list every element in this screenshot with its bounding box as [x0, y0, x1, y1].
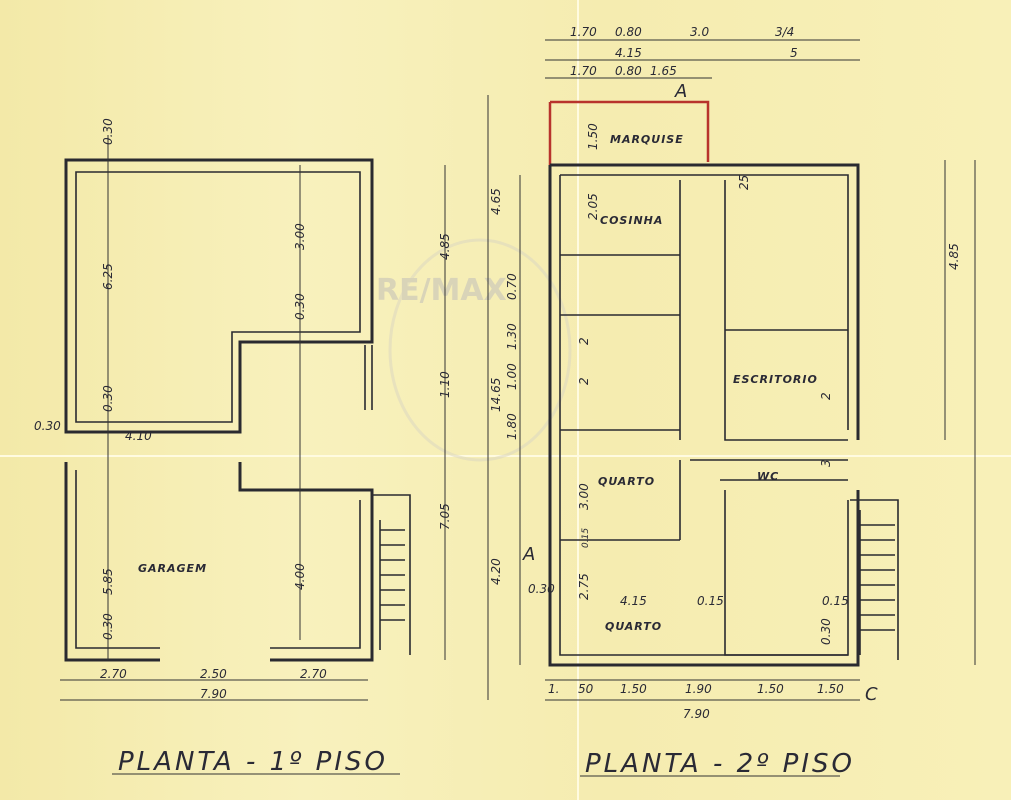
dim: 1.50: [757, 682, 784, 696]
watermark: RE/MAX: [376, 273, 507, 308]
dim: 1.65: [650, 64, 677, 78]
dim: 7.90: [200, 687, 227, 701]
dim: 0.30: [293, 293, 307, 320]
room-label-wc: WC: [757, 470, 779, 483]
section-marker-c: C: [865, 684, 881, 705]
dim: 2.70: [100, 667, 127, 681]
dim: 0.30: [34, 419, 61, 433]
dim: 4.85: [947, 243, 961, 270]
dim: 7.90: [683, 707, 710, 721]
dim: 4.10: [125, 429, 152, 443]
dim: 0.15: [581, 528, 591, 548]
dim: 3/4: [775, 25, 794, 39]
dim: 1.30: [505, 323, 519, 350]
dim: 25: [737, 175, 751, 190]
dim: 5.85: [101, 568, 115, 595]
dim: 3.00: [293, 223, 307, 250]
dim: 2.70: [300, 667, 327, 681]
section-marker-a: A: [522, 544, 538, 565]
dim: 1.50: [586, 123, 600, 150]
dim: 1.: [548, 682, 559, 696]
dim: 1.80: [505, 413, 519, 440]
dim: 3.00: [577, 483, 591, 510]
marquise-walls: [548, 100, 710, 165]
plan-2-floor: 1.70 0.80 3.0 3/4 4.15 5 1.70 0.80 1.65 …: [487, 25, 976, 779]
dim: 0.70: [505, 273, 519, 300]
dim: 0.30: [101, 118, 115, 145]
dim: 1.90: [685, 682, 712, 696]
dim: 1.70: [570, 64, 597, 78]
room-label-quarto: QUARTO: [605, 620, 662, 633]
dim: 0.15: [822, 594, 849, 608]
dim: 0.30: [101, 385, 115, 412]
plan-2-title: PLANTA - 2º PISO: [585, 749, 855, 779]
dim: 0.80: [615, 25, 642, 39]
dim: 5: [790, 46, 798, 60]
dim: 3.0: [690, 25, 709, 39]
dim: 2.05: [586, 193, 600, 220]
watermark-balloon: [388, 238, 572, 462]
dim: 0.30: [819, 618, 833, 645]
plan1-upper-walls: [64, 158, 374, 434]
dim: 2: [819, 392, 833, 400]
dim: 1.10: [438, 371, 452, 398]
dim: 0.80: [615, 64, 642, 78]
dim: 7.05: [438, 503, 452, 530]
room-label-quarto: QUARTO: [598, 475, 655, 488]
section-marker-a: A: [674, 81, 690, 102]
plan2-outer-walls: [548, 163, 860, 667]
dim: 6.25: [101, 263, 115, 290]
dim: 14.65: [489, 378, 503, 412]
plan1-garage-walls: [64, 462, 374, 662]
dim: 2.75: [577, 573, 591, 600]
dim: 1.50: [817, 682, 844, 696]
dim: 4.15: [620, 594, 647, 608]
dim: 0.15: [697, 594, 724, 608]
dim: 4.00: [293, 563, 307, 590]
room-label-marquise: MARQUISE: [610, 133, 684, 146]
dim: 2.50: [200, 667, 227, 681]
dim: 1.50: [620, 682, 647, 696]
dim: 4.65: [489, 188, 503, 215]
dim: 2: [577, 377, 591, 385]
dim: 4.85: [438, 233, 452, 260]
room-label-garagem: GARAGEM: [138, 562, 207, 575]
dim: 0.30: [101, 613, 115, 640]
room-label-cosinha: COSINHA: [600, 214, 663, 227]
dim: 4.15: [615, 46, 642, 60]
dim: 3: [819, 459, 833, 467]
plan-1-floor: 0.30 6.25 3.00 4.85 0.30 0.30 0.30 4.10 …: [34, 118, 452, 777]
room-label-escritorio: ESCRITORIO: [733, 373, 818, 386]
dim: 1.00: [505, 363, 519, 390]
dim: 0.30: [528, 582, 555, 596]
dim: 4.20: [489, 558, 503, 585]
dim: 1.70: [570, 25, 597, 39]
dim: 50: [578, 682, 594, 696]
plan-1-title: PLANTA - 1º PISO: [118, 747, 388, 777]
dim: 2: [577, 337, 591, 345]
